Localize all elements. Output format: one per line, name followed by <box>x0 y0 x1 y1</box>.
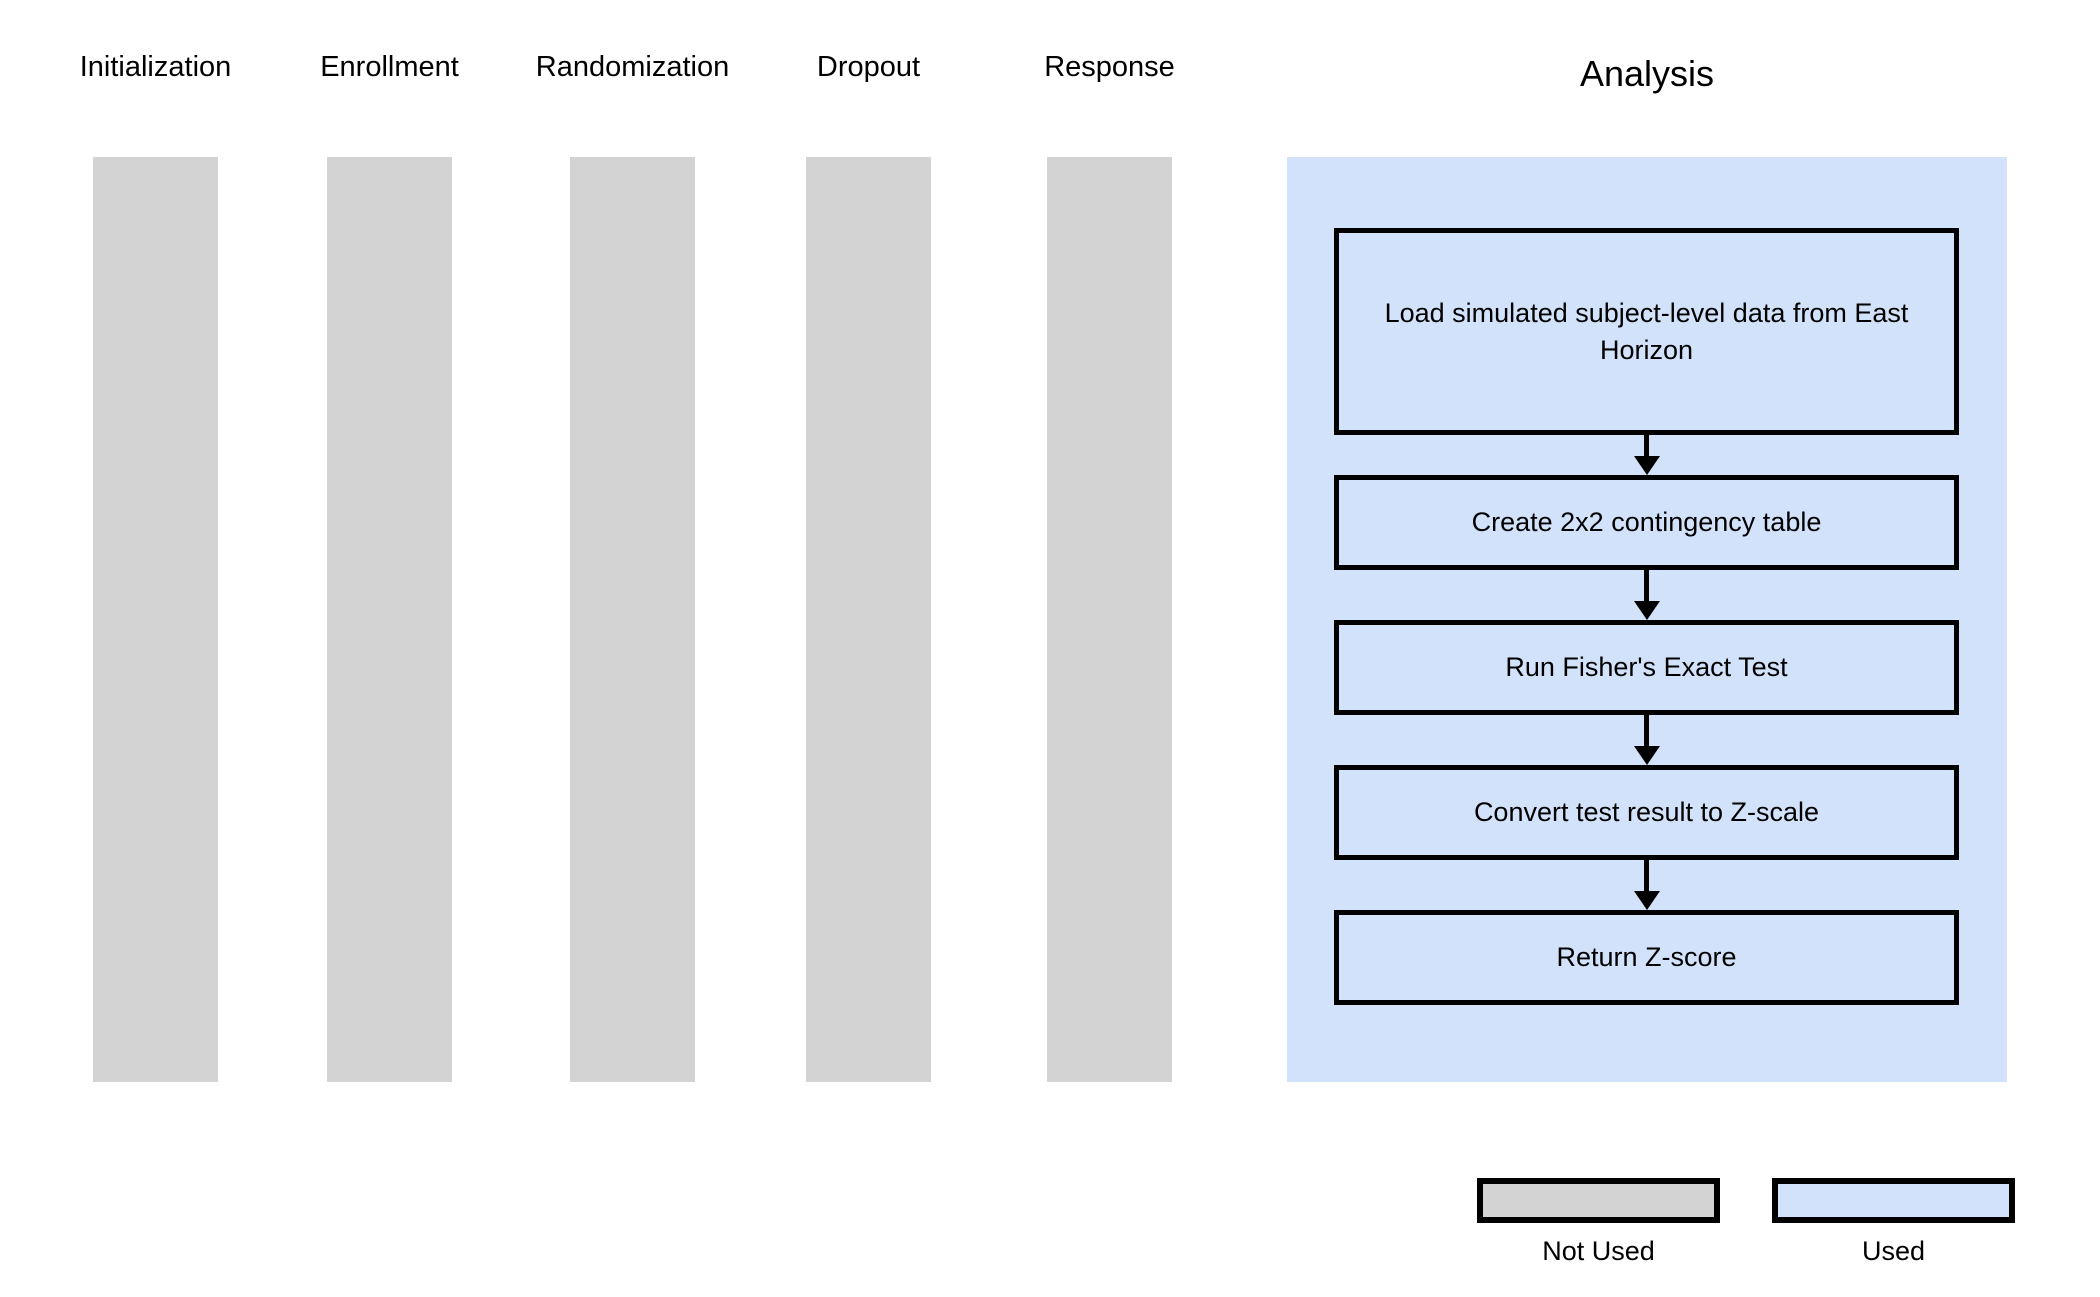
flow-arrow-head-0 <box>1633 456 1660 475</box>
legend-label-1: Used <box>1861 1236 1926 1266</box>
flow-arrow-head-2 <box>1633 746 1660 765</box>
flow-arrow-head-3 <box>1633 891 1660 910</box>
stage-header-1: Enrollment <box>320 51 459 83</box>
stage-column-0 <box>93 157 218 1082</box>
flow-step-label-3: Convert test result to Z-scale <box>1473 797 1820 828</box>
flow-step-0[interactable]: Load simulated subject-level data from E… <box>1334 228 1959 435</box>
flow-step-3[interactable]: Convert test result to Z-scale <box>1334 765 1959 860</box>
legend-swatch-0 <box>1477 1178 1720 1223</box>
flow-arrow-shaft-3 <box>1644 860 1649 896</box>
legend-label-0: Not Used <box>1542 1236 1655 1266</box>
stage-header-4: Response <box>1044 51 1175 83</box>
stage-header-0: Initialization <box>79 51 232 83</box>
flow-step-2[interactable]: Run Fisher's Exact Test <box>1334 620 1959 715</box>
flow-arrow-shaft-2 <box>1644 715 1649 751</box>
stage-header-3: Dropout <box>816 51 921 83</box>
flow-step-label-2: Run Fisher's Exact Test <box>1505 652 1788 683</box>
stage-column-4 <box>1047 157 1172 1082</box>
flow-step-label-0: Load simulated subject-level data from E… <box>1384 298 1909 365</box>
stage-column-3 <box>806 157 931 1082</box>
stage-column-2 <box>570 157 695 1082</box>
flow-arrow-shaft-1 <box>1644 570 1649 606</box>
flow-step-label-4: Return Z-score <box>1556 942 1737 973</box>
flow-step-1[interactable]: Create 2x2 contingency table <box>1334 475 1959 570</box>
stage-column-1 <box>327 157 452 1082</box>
flow-step-label-1: Create 2x2 contingency table <box>1471 507 1822 538</box>
flow-arrow-head-1 <box>1633 601 1660 620</box>
stage-header-2: Randomization <box>535 51 730 83</box>
flow-step-4[interactable]: Return Z-score <box>1334 910 1959 1005</box>
analysis-header: Analysis <box>1579 53 1715 94</box>
flow-arrow-shaft-0 <box>1644 435 1649 461</box>
legend-swatch-1 <box>1772 1178 2015 1223</box>
